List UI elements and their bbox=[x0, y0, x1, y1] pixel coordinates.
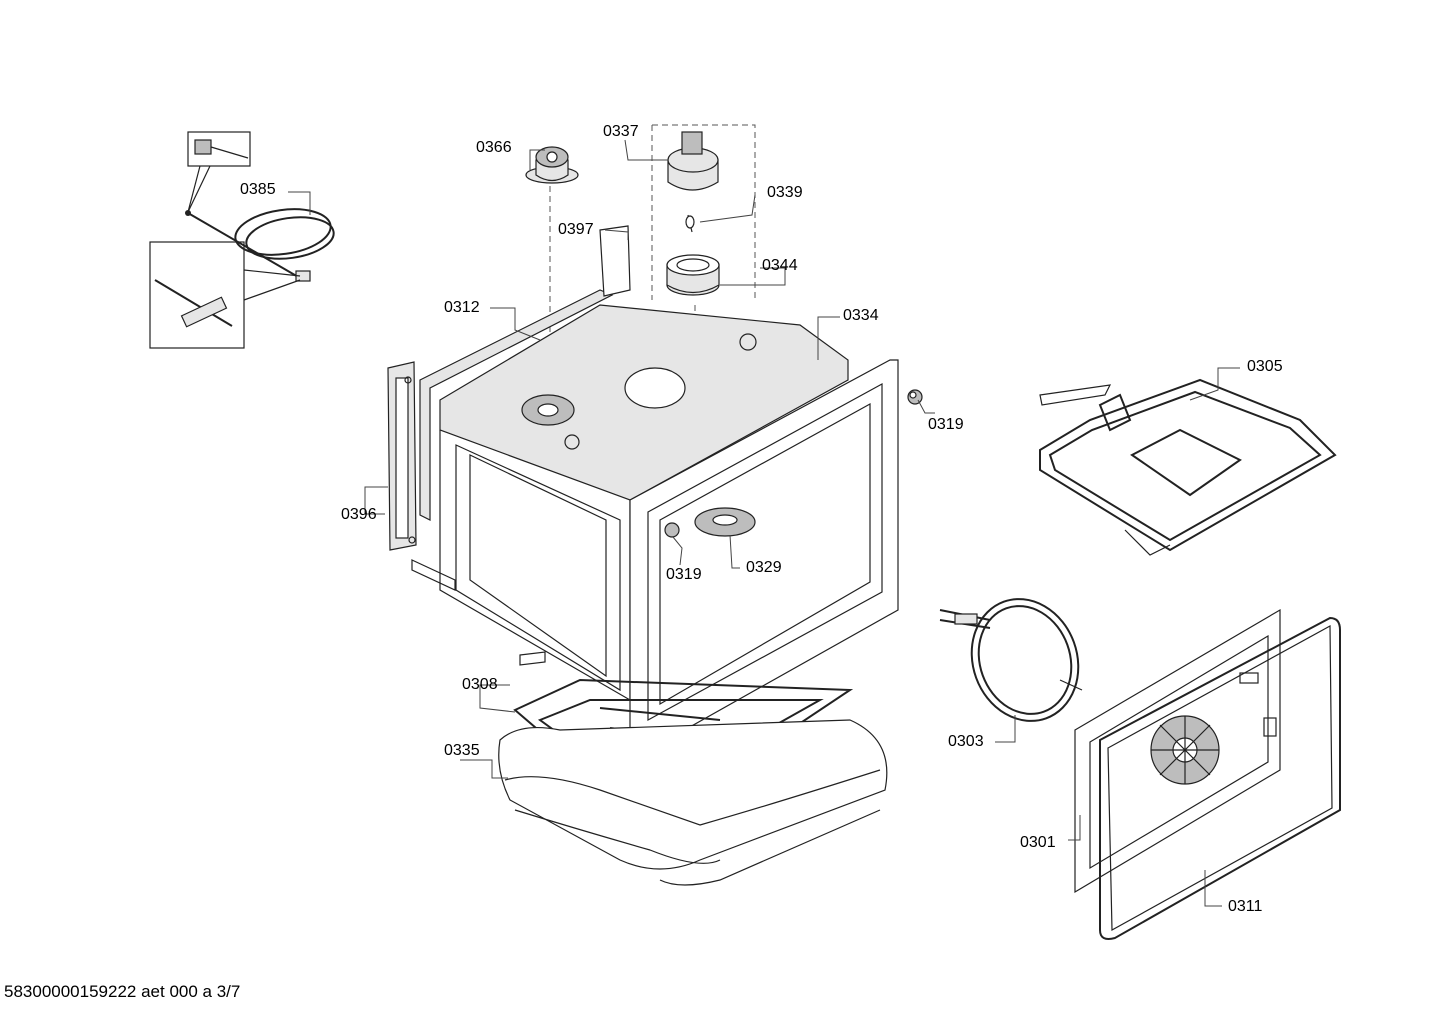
lamp-socket-part bbox=[525, 146, 579, 390]
callout-0311: 0311 bbox=[1228, 898, 1263, 915]
callout-0385: 0385 bbox=[240, 181, 276, 198]
callout-0301: 0301 bbox=[1020, 834, 1056, 851]
rear-panel-part bbox=[1074, 608, 1281, 894]
callout-0319-right: 0319 bbox=[928, 416, 964, 433]
callout-0334: 0334 bbox=[843, 307, 879, 324]
leader-lines bbox=[288, 139, 1240, 907]
door-gasket-part bbox=[1099, 616, 1341, 940]
document-reference: 58300000159222 aet 000 a 3/7 bbox=[4, 982, 241, 1001]
insulation-mat-part bbox=[498, 719, 888, 886]
oven-cavity-part bbox=[411, 304, 899, 756]
ring-heater-part bbox=[939, 598, 1083, 722]
callout-0337: 0337 bbox=[603, 123, 639, 140]
callout-0344: 0344 bbox=[762, 257, 798, 274]
small-plug-part bbox=[907, 389, 923, 405]
callout-0335: 0335 bbox=[444, 742, 480, 759]
callout-0319-center: 0319 bbox=[666, 566, 702, 583]
lamp-assembly-part bbox=[651, 124, 756, 332]
grill-heater-part bbox=[1039, 378, 1337, 556]
callout-0305: 0305 bbox=[1247, 358, 1283, 375]
side-panels-part bbox=[387, 225, 631, 551]
callout-0329: 0329 bbox=[746, 559, 782, 576]
callout-0396: 0396 bbox=[341, 506, 377, 523]
callout-0366: 0366 bbox=[476, 139, 512, 156]
callout-0308: 0308 bbox=[462, 676, 498, 693]
callout-0397: 0397 bbox=[558, 221, 594, 238]
temperature-sensor-part bbox=[149, 131, 335, 349]
callout-0312: 0312 bbox=[444, 299, 480, 316]
callout-0303: 0303 bbox=[948, 733, 984, 750]
callout-0339: 0339 bbox=[767, 184, 803, 201]
